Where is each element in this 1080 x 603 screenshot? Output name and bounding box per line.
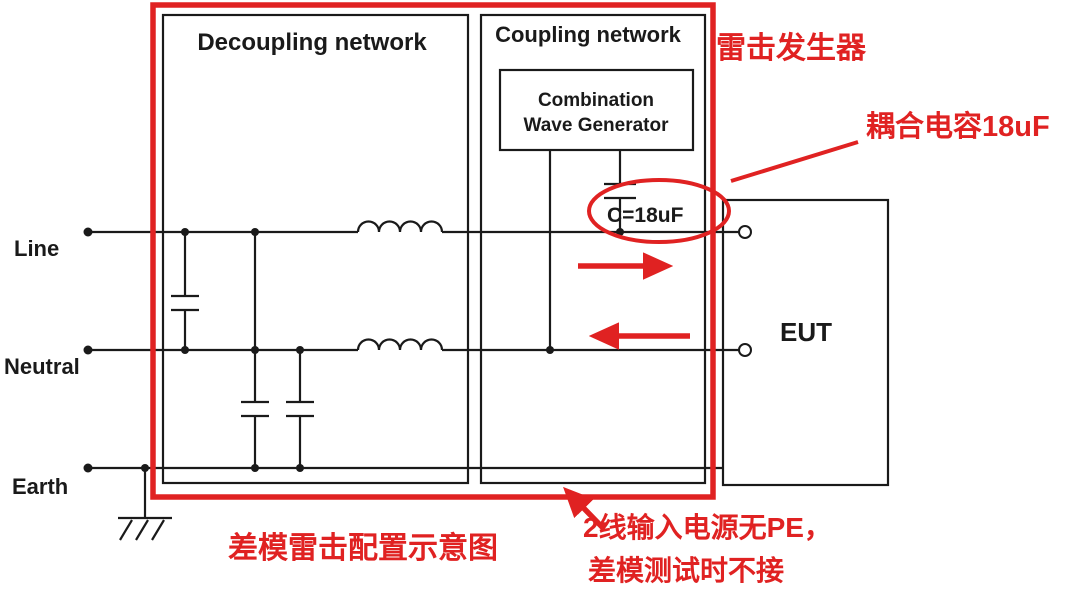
junction-dot — [546, 346, 554, 354]
junction-dot — [251, 228, 259, 236]
neutral-input-terminal — [83, 345, 93, 355]
annotation-connector-line — [730, 140, 859, 183]
combination-wave-generator-box — [498, 68, 695, 152]
red-highlight-frame — [150, 2, 716, 500]
generator-label-line1: Combination — [538, 90, 654, 111]
coupling-network-box — [479, 13, 707, 485]
earth-input-terminal — [83, 463, 93, 473]
neutral-terminal-label: Neutral — [4, 354, 80, 379]
junction-dot — [616, 228, 624, 236]
line-terminal-label: Line — [14, 236, 59, 261]
junction-dot — [141, 464, 149, 472]
coupling-capacitor-oval — [587, 178, 731, 244]
pe-note-arrow — [563, 486, 606, 531]
junction-dot — [251, 464, 259, 472]
line-inductor — [356, 220, 444, 233]
eut-label: EUT — [780, 317, 832, 347]
junction-dot — [296, 346, 304, 354]
annotation-pe-note-line1: 2线输入电源无PE， — [583, 511, 832, 543]
coupling-network-label: Coupling network — [495, 22, 682, 47]
line-input-terminal — [83, 227, 93, 237]
generator-label-line2: Wave Generator — [523, 115, 669, 136]
decoupling-network-label: Decoupling network — [197, 29, 427, 56]
capacitor-neutral-earth — [286, 350, 314, 468]
eut-terminal-neutral — [738, 343, 752, 357]
annotation-coupling-capacitor: 耦合电容18uF — [866, 109, 1050, 143]
decoupling-network-box — [161, 13, 470, 485]
annotation-surge-generator: 雷击发生器 — [716, 32, 867, 65]
junction-dot — [181, 228, 189, 236]
ground-symbol — [118, 468, 172, 541]
coupling-capacitor-value-label: C=18uF — [607, 204, 684, 227]
capacitor-line-neutral — [171, 232, 199, 350]
eut-terminal-line — [738, 225, 752, 239]
junction-dot — [296, 464, 304, 472]
capacitor-line-earth — [241, 232, 269, 468]
junction-dot — [181, 346, 189, 354]
eut-box — [721, 198, 890, 487]
earth-terminal-label: Earth — [12, 474, 68, 499]
neutral-inductor — [356, 338, 444, 351]
annotation-caption: 差模雷击配置示意图 — [228, 531, 498, 565]
annotation-pe-note-line2: 差模测试时不接 — [588, 554, 784, 586]
junction-dot — [251, 346, 259, 354]
